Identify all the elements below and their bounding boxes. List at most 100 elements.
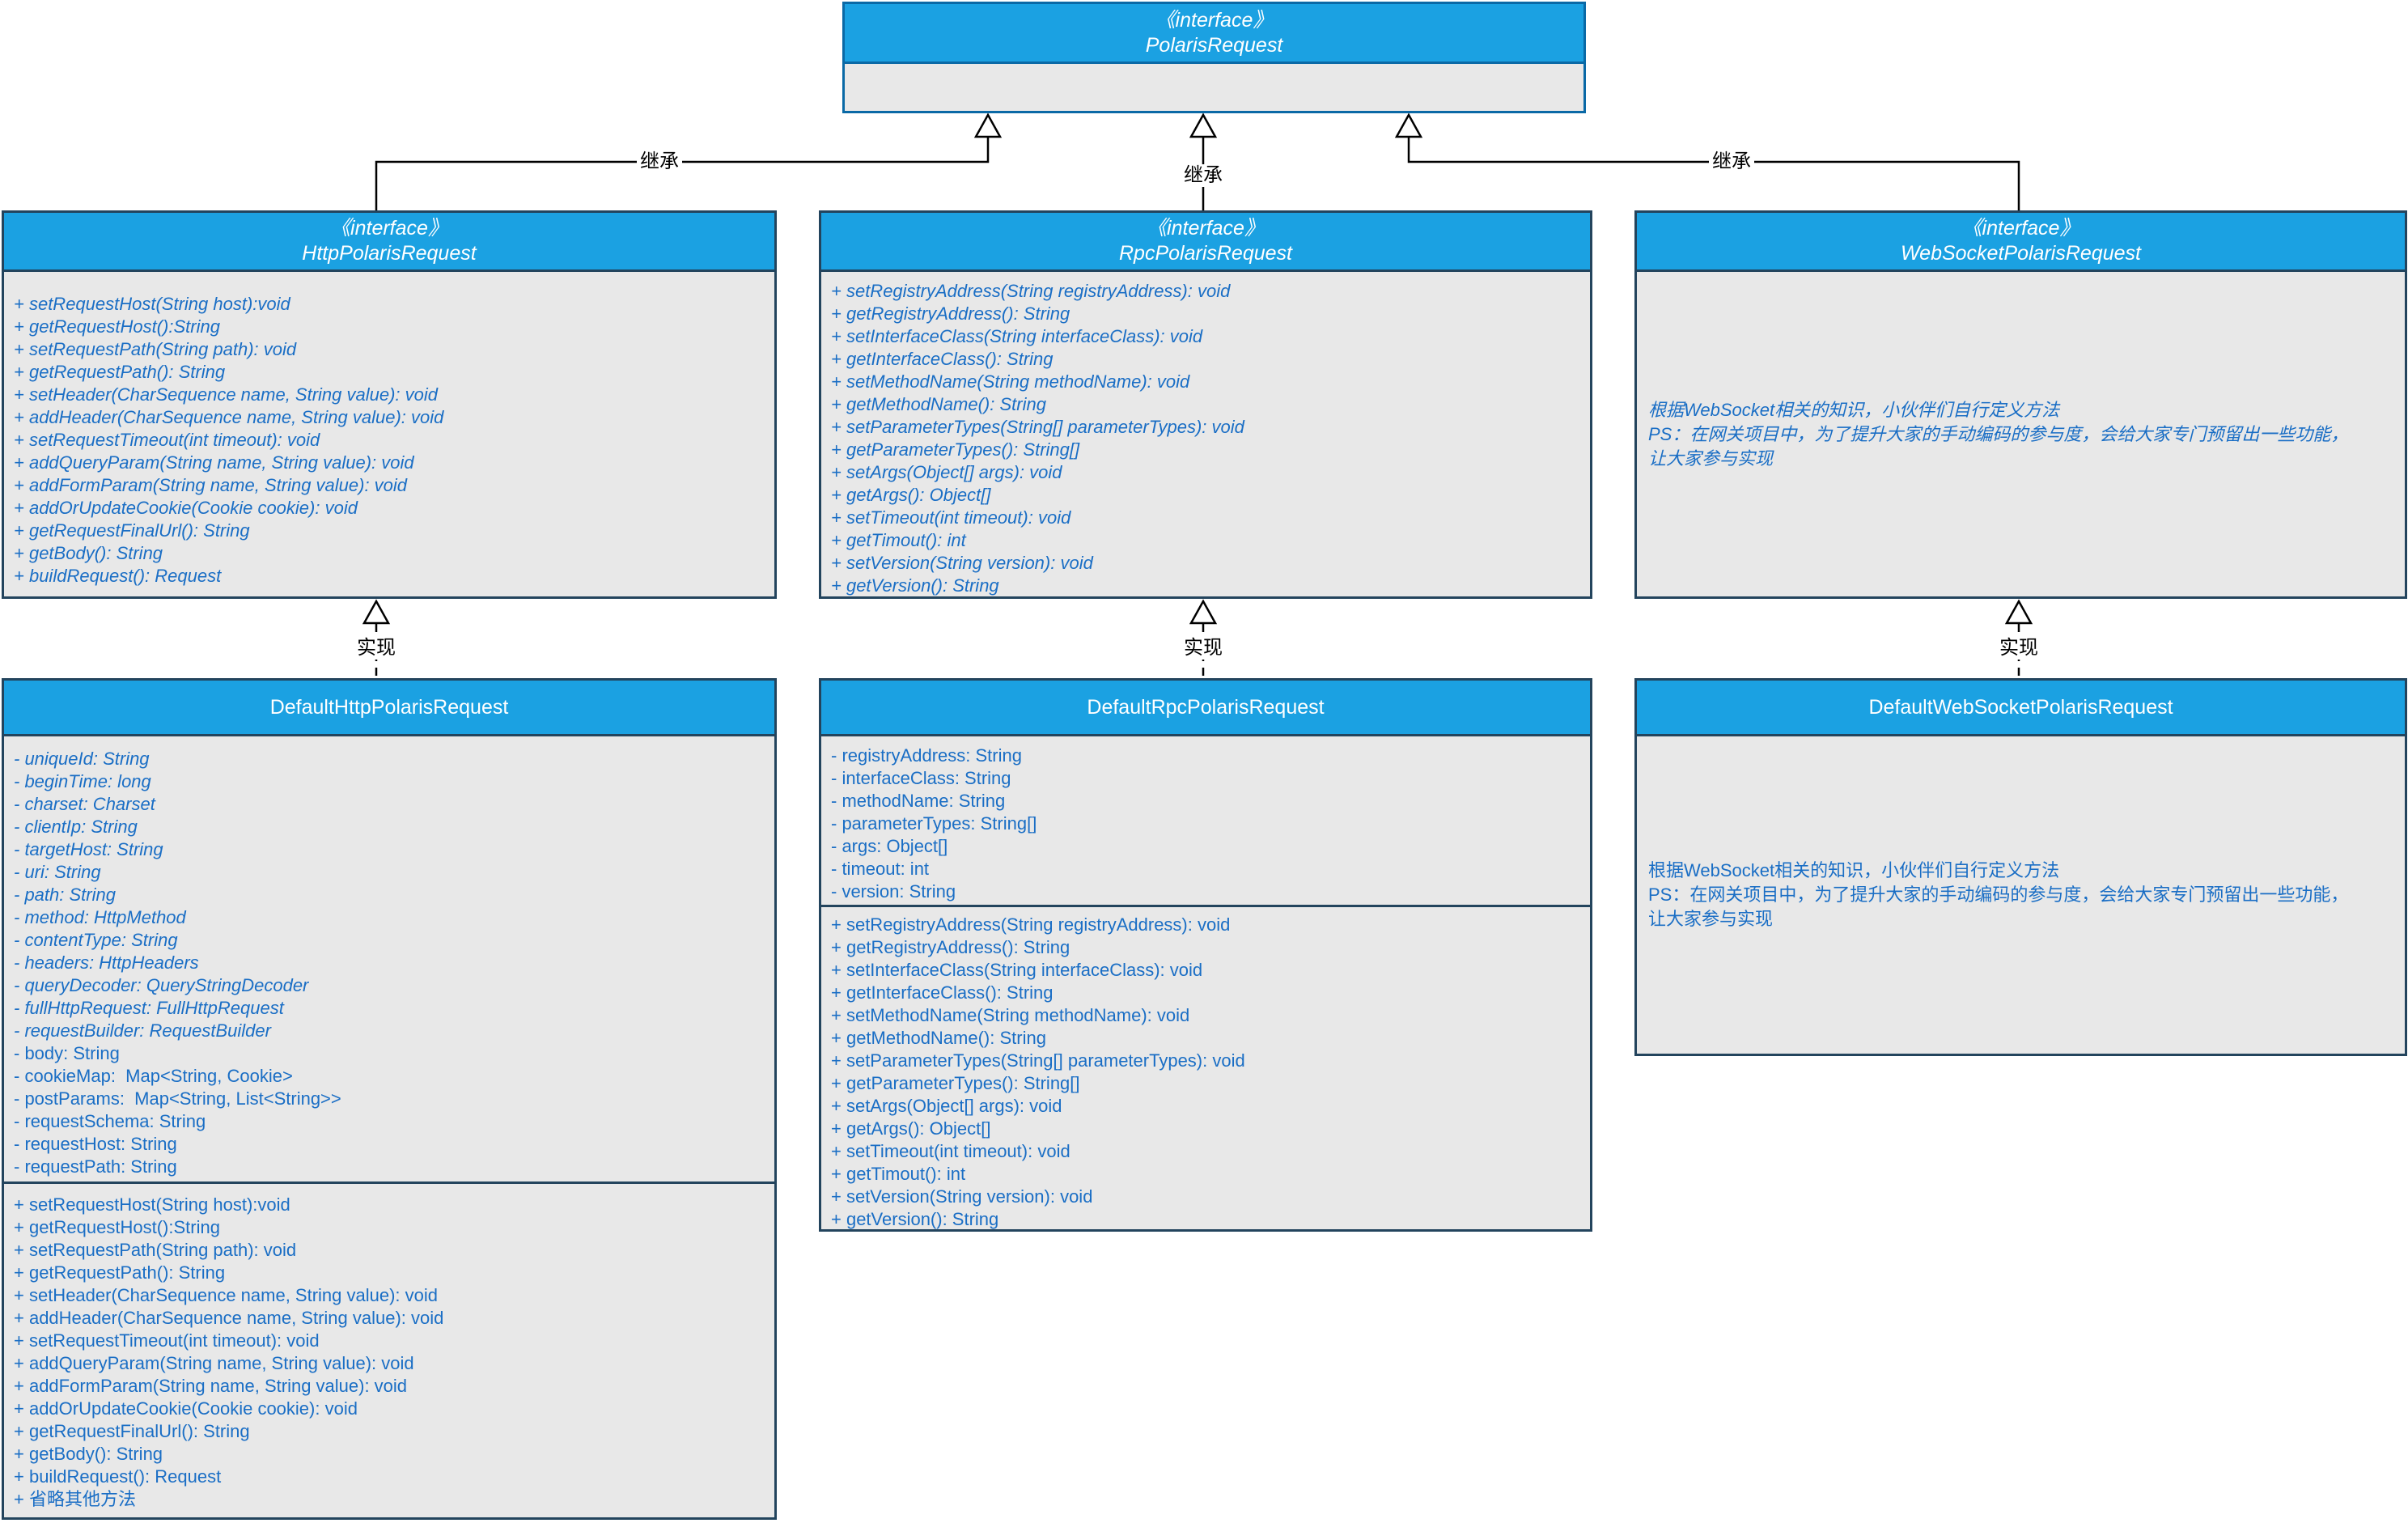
- member-line: - body: String: [14, 1043, 120, 1063]
- member-line: + getTimout(): int: [831, 530, 966, 550]
- member-line: + addQueryParam(String name, String valu…: [14, 452, 414, 473]
- inheritance-arrowhead-icon: [1394, 112, 1423, 138]
- member-line: - fullHttpRequest: FullHttpRequest: [14, 998, 284, 1018]
- member-line: 让大家参与实现: [1648, 448, 1774, 469]
- member-line: + getParameterTypes(): String[]: [831, 439, 1080, 460]
- edge-label-inherit-websocket: 继承: [1709, 151, 1754, 173]
- member-line: + getRequestPath(): String: [14, 362, 226, 382]
- member-line: + getVersion(): String: [831, 575, 999, 596]
- member-line: + setParameterTypes(String[] parameterTy…: [831, 1050, 1245, 1071]
- stereotype-label: 《interface》: [330, 217, 448, 240]
- member-line: + getInterfaceClass(): String: [831, 982, 1054, 1003]
- method-section: + setRegistryAddress(String registryAddr…: [821, 907, 1590, 1229]
- member-line: - args: Object[]: [831, 836, 948, 856]
- member-line: + addQueryParam(String name, String valu…: [14, 1353, 414, 1373]
- member-line: + addHeader(CharSequence name, String va…: [14, 407, 444, 427]
- member-line: + getInterfaceClass(): String: [831, 349, 1054, 369]
- class-box-default-rpc-polaris-request: DefaultRpcPolarisRequest - registryAddre…: [819, 678, 1592, 1232]
- member-line: + getMethodName(): String: [831, 394, 1046, 414]
- edge-label-realize-websocket: 实现: [1996, 637, 2041, 660]
- member-line: 根据WebSocket相关的知识，小伙伴们自行定义方法: [1648, 860, 2060, 880]
- member-line: - clientIp: String: [14, 817, 138, 837]
- stereotype-label: 《interface》: [1155, 8, 1274, 32]
- member-line: 让大家参与实现: [1648, 909, 1774, 929]
- member-line: + setRequestTimeout(int timeout): void: [14, 430, 320, 450]
- member-line: - version: String: [831, 881, 956, 901]
- class-box-default-websocket-polaris-request: DefaultWebSocketPolarisRequest 根据WebSock…: [1634, 678, 2407, 1056]
- method-section: + setRequestHost(String host):void+ getR…: [4, 1184, 774, 1517]
- class-header: 《interface》 HttpPolarisRequest: [4, 213, 774, 272]
- member-line: + getRequestPath(): String: [14, 1262, 226, 1283]
- inheritance-line-http: [375, 137, 990, 210]
- member-line: + setRequestHost(String host):void: [14, 1194, 290, 1215]
- realization-arrowhead-icon: [2004, 599, 2033, 625]
- class-header: DefaultWebSocketPolarisRequest: [1637, 681, 2405, 736]
- member-line: + addOrUpdateCookie(Cookie cookie): void: [14, 1398, 358, 1419]
- class-box-rpc-polaris-request: 《interface》 RpcPolarisRequest + setRegis…: [819, 210, 1592, 599]
- class-header: 《interface》 WebSocketPolarisRequest: [1637, 213, 2405, 272]
- class-header: DefaultHttpPolarisRequest: [4, 681, 774, 736]
- member-line: - path: String: [14, 885, 116, 905]
- class-title: WebSocketPolarisRequest: [1901, 242, 2141, 265]
- member-line: + getRequestFinalUrl(): String: [14, 520, 250, 541]
- class-title: DefaultRpcPolarisRequest: [1087, 695, 1325, 719]
- member-line: + getRegistryAddress(): String: [831, 936, 1070, 957]
- method-section: + setRequestHost(String host):void+ getR…: [4, 272, 774, 596]
- member-line: 根据WebSocket相关的知识，小伙伴们自行定义方法: [1648, 399, 2060, 420]
- member-line: + setTimeout(int timeout): void: [831, 1140, 1070, 1161]
- member-line: - requestSchema: String: [14, 1111, 206, 1131]
- method-section: + setRegistryAddress(String registryAddr…: [821, 272, 1590, 596]
- member-line: - methodName: String: [831, 791, 1006, 811]
- member-line: PS：在网关项目中，为了提升大家的手动编码的参与度，会给大家专门预留出一些功能，: [1648, 423, 2349, 444]
- member-line: + setRequestTimeout(int timeout): void: [14, 1330, 320, 1351]
- member-line: - contentType: String: [14, 930, 178, 950]
- class-header: 《interface》 PolarisRequest: [845, 4, 1583, 64]
- member-line: + getRequestHost():String: [14, 316, 220, 337]
- member-line: - interfaceClass: String: [831, 768, 1011, 788]
- member-line: - parameterTypes: String[]: [831, 813, 1037, 834]
- note-section: 根据WebSocket相关的知识，小伙伴们自行定义方法 PS：在网关项目中，为了提…: [1637, 736, 2405, 1054]
- member-line: - uniqueId: String: [14, 749, 150, 769]
- member-line: + getVersion(): String: [831, 1208, 999, 1229]
- member-line: + getParameterTypes(): String[]: [831, 1072, 1080, 1093]
- member-line: + setVersion(String version): void: [831, 1186, 1093, 1207]
- member-line: + setVersion(String version): void: [831, 553, 1093, 573]
- member-line: PS：在网关项目中，为了提升大家的手动编码的参与度，会给大家专门预留出一些功能，: [1648, 885, 2349, 905]
- member-line: - timeout: int: [831, 859, 930, 879]
- member-line: + buildRequest(): Request: [14, 1466, 222, 1487]
- member-line: - requestHost: String: [14, 1134, 177, 1154]
- field-section: - registryAddress: String- interfaceClas…: [821, 736, 1590, 907]
- realization-arrowhead-icon: [362, 599, 391, 625]
- inheritance-line-websocket: [1407, 137, 2020, 210]
- class-title: PolarisRequest: [1145, 33, 1283, 57]
- member-line: - method: HttpMethod: [14, 907, 186, 927]
- empty-member-section: [845, 64, 1583, 111]
- member-line: + addFormParam(String name, String value…: [14, 475, 408, 495]
- member-line: - registryAddress: String: [831, 745, 1022, 766]
- realization-arrowhead-icon: [1189, 599, 1218, 625]
- member-line: + addFormParam(String name, String value…: [14, 1376, 408, 1396]
- inheritance-arrowhead-icon: [973, 112, 1003, 138]
- member-line: + setMethodName(String methodName): void: [831, 371, 1190, 392]
- member-line: + getRegistryAddress(): String: [831, 303, 1070, 324]
- class-header: 《interface》 RpcPolarisRequest: [821, 213, 1590, 272]
- member-line: - beginTime: long: [14, 771, 151, 791]
- member-line: + setParameterTypes(String[] parameterTy…: [831, 417, 1244, 437]
- class-title: DefaultWebSocketPolarisRequest: [1868, 695, 2173, 719]
- member-line: + setRequestPath(String path): void: [14, 1240, 297, 1260]
- class-box-websocket-polaris-request: 《interface》 WebSocketPolarisRequest 根据We…: [1634, 210, 2407, 599]
- member-line: + setInterfaceClass(String interfaceClas…: [831, 326, 1203, 346]
- member-line: + setRegistryAddress(String registryAddr…: [831, 281, 1231, 301]
- member-line: + getRequestHost():String: [14, 1217, 220, 1237]
- member-line: + setRequestHost(String host):void: [14, 294, 290, 314]
- stereotype-label: 《interface》: [1961, 217, 2080, 240]
- edge-label-realize-rpc: 实现: [1181, 637, 1226, 660]
- member-line: + setRequestPath(String path): void: [14, 339, 297, 359]
- member-line: - queryDecoder: QueryStringDecoder: [14, 975, 309, 995]
- member-line: + setInterfaceClass(String interfaceClas…: [831, 959, 1203, 980]
- member-line: + setRegistryAddress(String registryAddr…: [831, 914, 1231, 935]
- member-line: + setArgs(Object[] args): void: [831, 1095, 1062, 1116]
- member-line: + setArgs(Object[] args): void: [831, 462, 1062, 482]
- member-line: + getBody(): String: [14, 543, 163, 563]
